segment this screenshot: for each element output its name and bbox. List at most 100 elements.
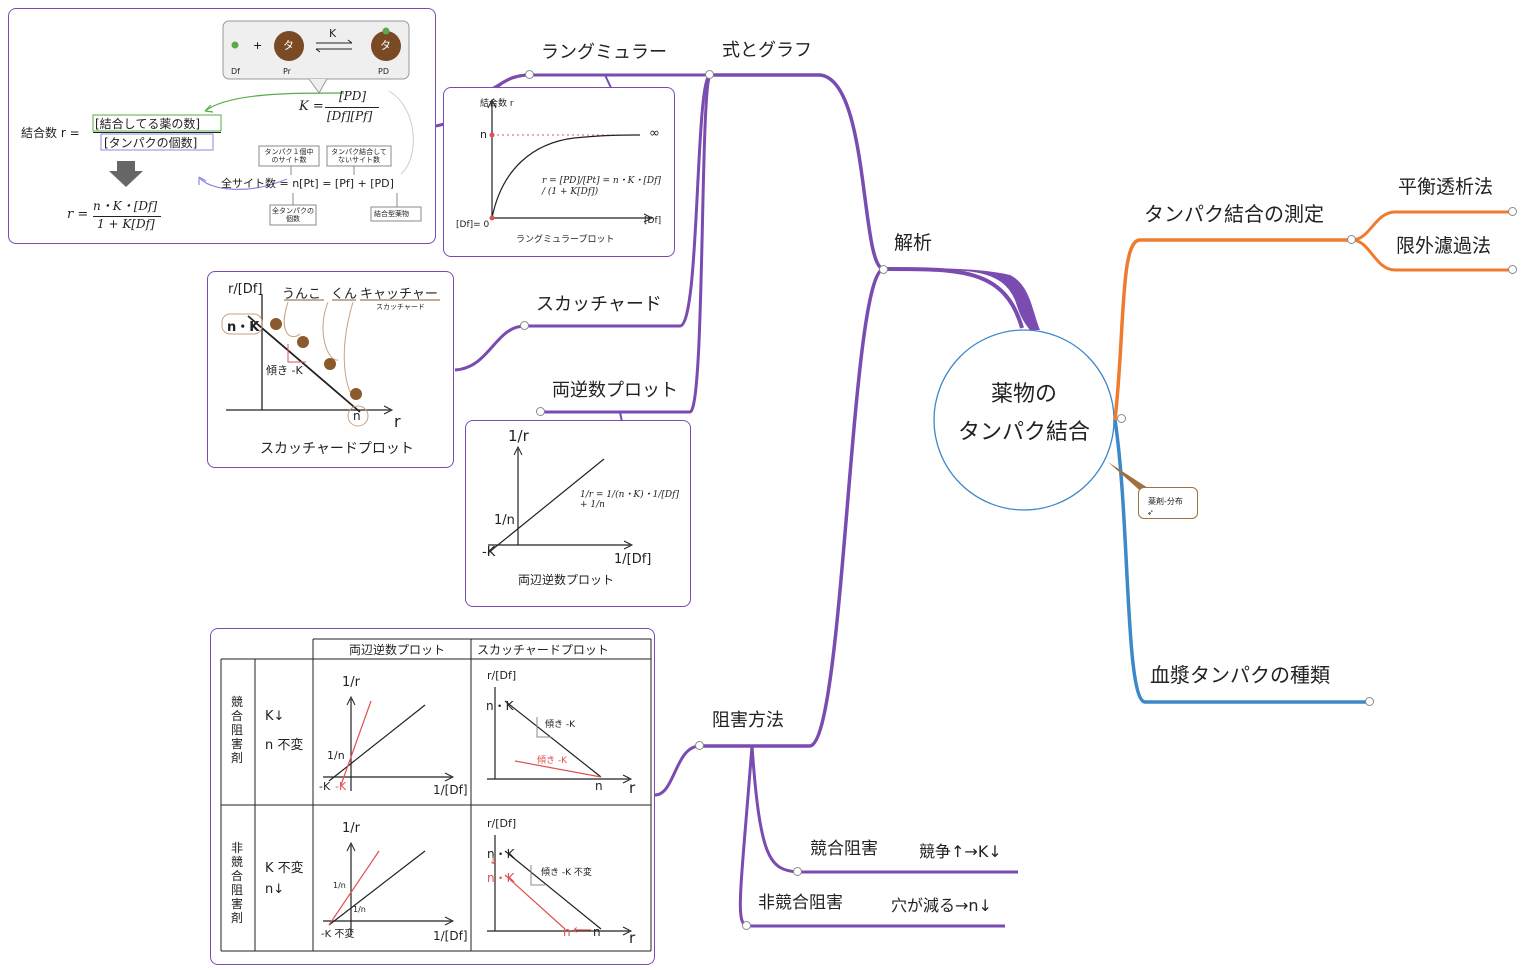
collapse-handle-reciprocal[interactable] <box>536 407 545 416</box>
scatchard-nk-label: n・K <box>227 320 260 335</box>
tl-ylabel: 1/r <box>342 675 360 690</box>
bl-ylabel: 1/r <box>342 821 360 836</box>
topic-ultrafiltration[interactable]: 限外濾過法 <box>1396 235 1492 257</box>
br-n-label: n <box>593 925 601 939</box>
scatchard-xlabel: r <box>394 412 401 431</box>
note-sites-per-protein: タンパク１個中のサイト数 <box>264 148 314 164</box>
bl-intercept-red-label: 1/n <box>333 881 346 890</box>
collapse-handle-langmuir[interactable] <box>525 70 534 79</box>
topic-double-reciprocal[interactable]: 両逆数プロット <box>552 380 678 401</box>
r-definition-denominator: [タンパクの個数] <box>104 136 198 150</box>
langmuir-xlabel: [Df] <box>644 216 662 226</box>
br-down-arrow: ↓ <box>489 856 498 867</box>
br-n-red-label: n <box>563 925 571 939</box>
collapse-handle-root[interactable] <box>1117 414 1126 423</box>
k-equation-denominator: [Df][Pf] <box>327 109 373 123</box>
collapse-handle-analysis[interactable] <box>879 265 888 274</box>
expand-handle-plasma[interactable] <box>1365 697 1374 706</box>
note-total-proteins: 全タンパクの個数 <box>272 207 314 223</box>
note-bound-drug: 結合型薬物 <box>374 210 409 218</box>
scatchard-card[interactable]: r/[Df] うんこ くん キャッチャー スカッチャード n・K 傾き -K n… <box>207 271 454 468</box>
scatchard-ylabel: r/[Df] <box>228 282 263 297</box>
collapse-handle-noncompetitive[interactable] <box>742 921 751 930</box>
langmuir-n-label: n <box>480 128 487 141</box>
topic-formula-graph[interactable]: 式とグラフ <box>722 40 812 61</box>
scatchard-caption: スカッチャードプロット <box>260 441 414 457</box>
scatchard-n-label: n <box>353 409 361 423</box>
topic-inhibition[interactable]: 阻害方法 <box>712 710 784 731</box>
root-branch-analysis <box>884 268 1040 330</box>
topic-noncompetitive-note[interactable]: 穴が減る→n↓ <box>891 896 992 915</box>
scatchard-slope-label: 傾き -K <box>266 364 303 377</box>
tr-nk-label: n・K <box>486 699 514 713</box>
langmuir-equation: r = [PD]/[Pt] = n・K・[Df] / (1 + K[Df]) <box>542 176 661 197</box>
reciprocal-card[interactable]: 1/r 1/n -K 1/[Df] 1/r = 1/(n・K)・1/[Df] +… <box>465 420 691 607</box>
tr-ylabel: r/[Df] <box>487 669 517 682</box>
table-row-competitive: 競合阻害剤 <box>231 695 244 765</box>
sites-equation: 全サイト数 = n[Pt] = [Pf] + [PD] <box>221 177 394 190</box>
tl-xlabel: 1/[Df] <box>433 783 468 797</box>
inhibition-table-card[interactable]: 両辺逆数プロット スカッチャードプロット 競合阻害剤 非競合阻害剤 K↓ n 不… <box>210 628 655 965</box>
topic-langmuir[interactable]: ラングミュラー <box>541 42 667 63</box>
br-ylabel: r/[Df] <box>487 817 517 830</box>
protein-glyph: タ <box>283 39 294 52</box>
br-nk-label: n・K <box>487 847 515 861</box>
bl-xlabel: 1/[Df] <box>433 929 468 943</box>
topic-plasma-proteins[interactable]: 血漿タンパクの種類 <box>1150 663 1330 687</box>
formula-card[interactable]: + Df Pr PD タ タ K K = [PD] [Df][Pf] 結合数 r… <box>8 8 436 244</box>
callout-text: 薬剤-分布 <box>1148 497 1183 506</box>
langmuir-card[interactable]: 結合数 r n ∞ [Df]= 0 [Df] r = [PD]/[Pt] = n… <box>443 87 675 257</box>
callout-note[interactable]: 薬剤-分布 ➶ <box>1138 487 1198 519</box>
topic-equilibrium-dialysis[interactable]: 平衡透析法 <box>1398 176 1494 198</box>
r-equation-numerator: n・K・[Df] <box>93 199 158 213</box>
scatchard-plot <box>221 294 440 427</box>
bl-intercept-label: 1/n <box>353 905 366 914</box>
central-topic[interactable]: 薬物の タンパク結合 <box>944 376 1104 452</box>
expand-handle-ultrafiltration[interactable] <box>1508 265 1517 274</box>
r-equation-denominator: 1 + K[Df] <box>97 217 155 231</box>
label-pd: PD <box>378 67 389 76</box>
br-left-arrow: ⟵ <box>573 923 592 938</box>
scatchard-unko: うんこ <box>282 287 322 302</box>
svg-text:+: + <box>253 39 262 52</box>
topic-analysis[interactable]: 解析 <box>894 232 933 254</box>
k-equation-lhs: K = <box>299 99 324 114</box>
reciprocal-caption: 両辺逆数プロット <box>518 573 615 587</box>
reciprocal-equation: 1/r = 1/(n・K)・1/[Df] + 1/n <box>580 490 679 510</box>
row1-k-change: K↓ <box>265 709 285 724</box>
note-unbound-sites: タンパク結合してないサイト数 <box>331 148 387 164</box>
tl-negk-label: -K <box>319 780 331 793</box>
table-col-scatchard: スカッチャードプロット <box>477 643 609 657</box>
collapse-handle-formula[interactable] <box>705 70 714 79</box>
br-slope-const-label: 傾き -K 不変 <box>541 868 592 878</box>
topic-scatchard[interactable]: スカッチャード <box>536 294 662 315</box>
scatchard-kun: くん <box>331 287 358 302</box>
langmuir-infinity-label: ∞ <box>649 126 660 141</box>
topic-competitive[interactable]: 競合阻害 <box>810 839 878 859</box>
reciprocal-intercept-label: 1/n <box>494 513 515 528</box>
tr-slope-red-label: 傾き -K <box>537 756 568 766</box>
langmuir-plot <box>487 98 654 223</box>
label-df: Df <box>231 67 240 76</box>
collapse-handle-scatchard[interactable] <box>520 321 529 330</box>
formula-card-graphics: + <box>92 20 422 226</box>
bl-negk-const-label: -K 不変 <box>321 929 355 940</box>
br-xlabel: r <box>629 929 636 947</box>
collapse-handle-inhibition[interactable] <box>695 741 704 750</box>
table-row-noncompetitive: 非競合阻害剤 <box>231 841 244 925</box>
reciprocal-plot <box>487 445 634 554</box>
topic-measurement[interactable]: タンパク結合の測定 <box>1144 202 1324 226</box>
topic-competitive-note[interactable]: 競争↑→K↓ <box>919 842 1002 861</box>
central-node-circle <box>933 329 1115 511</box>
k-equation-numerator: [PD] <box>339 89 367 103</box>
r-definition-numerator: [結合してる薬の数] <box>95 117 201 131</box>
protein-drug-glyph: タ <box>380 39 391 52</box>
scatchard-catcher-sub: スカッチャード <box>376 303 425 311</box>
collapse-handle-measurement[interactable] <box>1347 235 1356 244</box>
langmuir-ylabel: 結合数 r <box>480 99 514 109</box>
br-nk-red-label: n・K <box>487 871 515 885</box>
collapse-handle-competitive[interactable] <box>793 867 802 876</box>
topic-noncompetitive[interactable]: 非競合阻害 <box>758 893 843 913</box>
reciprocal-ylabel: 1/r <box>508 427 529 445</box>
expand-handle-dialysis[interactable] <box>1508 207 1517 216</box>
